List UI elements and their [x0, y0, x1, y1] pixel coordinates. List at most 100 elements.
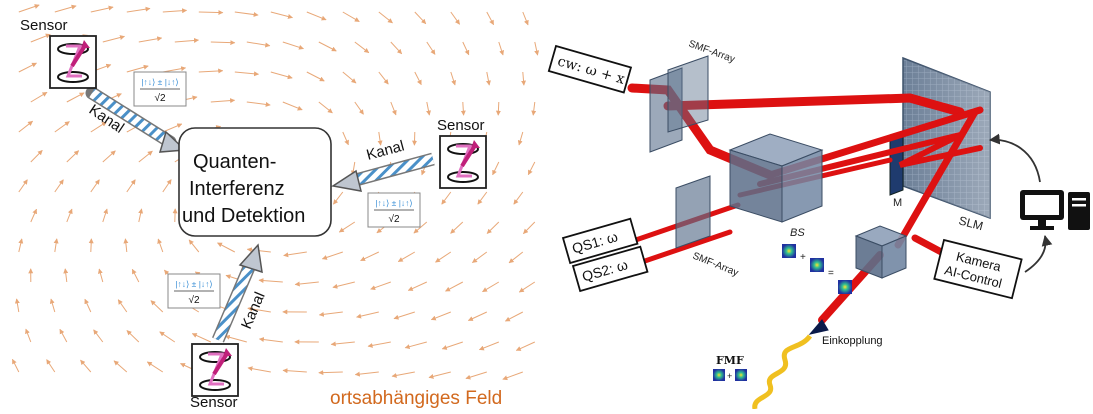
arrow-pc-to-slm — [990, 140, 1040, 182]
field-arrow — [139, 151, 153, 162]
field-arrow — [163, 180, 171, 192]
state-formula-numerator: |↑↓⟩ ± |↓↑⟩ — [375, 198, 412, 208]
field-arrow — [91, 239, 92, 252]
field-arrow — [99, 269, 103, 282]
state-formula-numerator: |↑↓⟩ ± |↓↑⟩ — [175, 279, 212, 289]
field-arrow — [175, 40, 199, 42]
field-arrow — [493, 162, 499, 175]
computer-monitor-icon — [1020, 190, 1064, 230]
field-arrow — [408, 282, 427, 290]
field-arrow — [31, 34, 51, 42]
center-box-line1: Quanten- — [193, 151, 276, 173]
field-arrow — [247, 102, 270, 105]
channel-label-right: Kanal — [365, 138, 406, 164]
state-formula-right: |↑↓⟩ ± |↓↑⟩ √2 — [368, 193, 420, 227]
field-arrow — [331, 342, 355, 344]
field-arrow — [487, 72, 490, 85]
field-arrow — [528, 162, 535, 175]
state-formula-denominator: √2 — [388, 213, 399, 225]
fmf-spot-b — [735, 369, 747, 381]
field-arrow — [361, 252, 379, 261]
einkopplung-label: Einkopplung — [822, 335, 883, 347]
field-arrow — [163, 68, 186, 72]
field-arrow — [81, 360, 91, 372]
field-arrow — [103, 209, 107, 222]
field-arrow — [319, 42, 337, 51]
field-arrow — [283, 42, 304, 49]
field-arrow — [535, 42, 538, 55]
field-arrow — [523, 72, 524, 85]
field-arrow — [271, 72, 292, 78]
field-arrow — [483, 282, 499, 292]
field-arrow — [355, 42, 369, 53]
field-arrow — [368, 342, 391, 346]
field-arrow — [487, 222, 499, 234]
field-arrow — [516, 342, 535, 350]
field-arrow — [427, 102, 430, 115]
field-arrow — [127, 331, 139, 343]
cw-source-box: cw: ω + x — [549, 46, 631, 92]
field-arrow — [398, 252, 415, 262]
field-arrow — [333, 282, 355, 287]
field-arrow — [343, 72, 356, 83]
field-arrow — [472, 252, 486, 263]
field-arrow — [478, 192, 487, 204]
field-arrow — [103, 36, 125, 42]
field-arrow — [487, 12, 494, 25]
channel-right — [333, 159, 433, 191]
field-arrow — [91, 7, 113, 12]
field-arrow — [163, 10, 187, 12]
field-arrow — [468, 312, 486, 321]
field-arrow — [523, 222, 534, 234]
field-arrow — [322, 252, 342, 259]
field-arrow — [519, 132, 523, 145]
field-arrow — [259, 339, 282, 342]
field-arrow — [371, 282, 391, 289]
field-arrow — [55, 180, 64, 192]
field-arrow — [139, 38, 162, 42]
field-arrow — [333, 192, 342, 204]
field-arrow — [431, 312, 451, 320]
field-arrow — [67, 209, 72, 222]
field-arrow — [19, 121, 33, 132]
field-arrow — [247, 42, 270, 46]
field-arrow — [503, 372, 523, 379]
field-arrow — [355, 372, 379, 375]
field-arrow — [295, 282, 319, 285]
mode-spot-c — [838, 280, 852, 294]
camera-box: Kamera AI-Control — [934, 240, 1021, 298]
field-arrow — [132, 269, 139, 282]
field-arrow — [394, 312, 415, 319]
field-arrow — [415, 72, 422, 85]
field-arrow — [427, 42, 435, 54]
left-panel: Quanten- Interferenz und Detektion Senso… — [12, 5, 537, 409]
field-arrow — [55, 6, 76, 12]
field-arrow — [442, 192, 451, 204]
field-arrow — [55, 122, 70, 133]
fmf-fiber — [755, 336, 810, 409]
field-arrow — [127, 66, 148, 72]
field-arrow — [151, 301, 163, 312]
sensor-label-bottom: Sensor — [190, 394, 238, 409]
field-arrow — [446, 282, 463, 291]
field-arrow — [307, 12, 326, 20]
field-arrow — [139, 209, 142, 222]
field-arrow — [19, 180, 28, 192]
field-arrow — [379, 72, 389, 84]
field-arrow — [67, 151, 79, 162]
sensor-label-top-left: Sensor — [20, 17, 68, 34]
field-arrow — [127, 9, 150, 13]
field-arrow — [91, 180, 100, 192]
field-arrow — [12, 359, 18, 372]
field-arrow — [19, 5, 39, 12]
smf-array-bottom — [676, 176, 710, 248]
sensor-right — [440, 136, 486, 188]
field-arrow — [47, 360, 55, 372]
field-arrow — [307, 72, 325, 81]
field-arrow — [284, 252, 307, 256]
field-arrow — [235, 12, 258, 15]
field-arrow — [466, 372, 487, 379]
center-box-line2: Interferenz — [189, 178, 285, 200]
state-formula-numerator: |↑↓⟩ ± |↓↑⟩ — [141, 77, 178, 87]
field-arrow — [103, 151, 116, 162]
